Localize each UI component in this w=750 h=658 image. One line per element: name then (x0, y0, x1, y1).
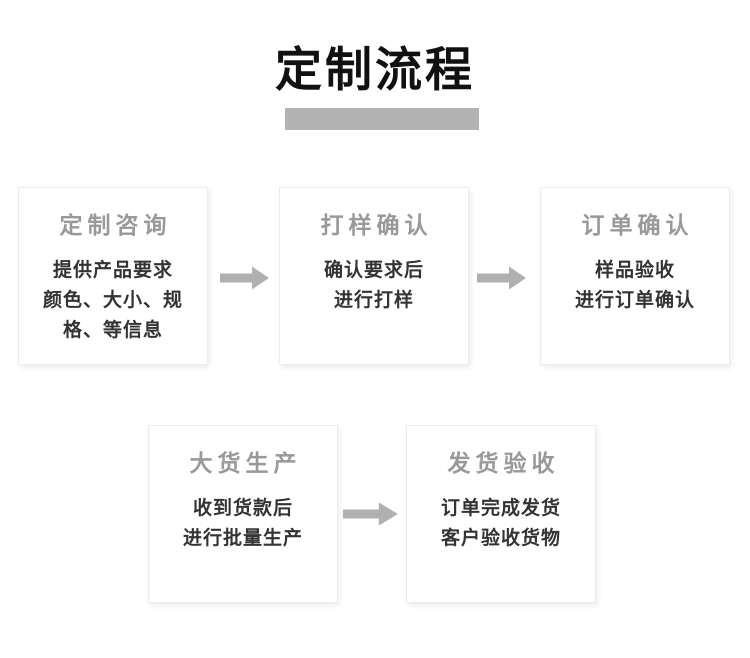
step-body-line: 客户验收货物 (440, 527, 561, 549)
step-body: 样品验收 进行订单确认 (541, 256, 729, 316)
arrow-right-icon (220, 266, 270, 290)
arrow-right-icon (343, 502, 399, 526)
step-body: 确认要求后 进行打样 (280, 256, 468, 316)
step-body-line: 确认要求后 (323, 259, 424, 281)
step-body-line: 格、等信息 (62, 319, 163, 341)
step-body-line: 进行订单确认 (574, 289, 695, 311)
step-body-line: 订单完成发货 (440, 497, 561, 519)
title-underline-bar (285, 108, 479, 130)
step-box-consultation: 定制咨询 提供产品要求 颜色、大小、规 格、等信息 (18, 187, 208, 365)
step-body-line: 样品验收 (594, 259, 675, 281)
step-box-sampling: 打样确认 确认要求后 进行打样 (279, 187, 469, 365)
step-box-shipping: 发货验收 订单完成发货 客户验收货物 (406, 425, 596, 603)
step-title: 大货生产 (189, 451, 302, 476)
step-body: 提供产品要求 颜色、大小、规 格、等信息 (19, 256, 207, 346)
step-title: 订单确认 (581, 213, 694, 238)
step-title: 定制咨询 (59, 213, 172, 238)
step-body-line: 提供产品要求 (52, 259, 173, 281)
step-body-line: 进行批量生产 (182, 527, 303, 549)
step-body-line: 进行打样 (333, 289, 414, 311)
step-box-production: 大货生产 收到货款后 进行批量生产 (148, 425, 338, 603)
step-title: 发货验收 (447, 451, 560, 476)
step-body: 收到货款后 进行批量生产 (149, 494, 337, 554)
arrow-right-icon (477, 266, 527, 290)
arrow-right-shape (220, 266, 269, 290)
arrow-right-shape (477, 266, 526, 290)
arrow-right-shape (343, 502, 398, 526)
step-body-line: 收到货款后 (192, 497, 293, 519)
step-box-order-confirm: 订单确认 样品验收 进行订单确认 (540, 187, 730, 365)
step-body-line: 颜色、大小、规 (42, 289, 183, 311)
step-title: 打样确认 (320, 213, 433, 238)
page-title: 定制流程 (275, 45, 475, 97)
step-body: 订单完成发货 客户验收货物 (407, 494, 595, 554)
